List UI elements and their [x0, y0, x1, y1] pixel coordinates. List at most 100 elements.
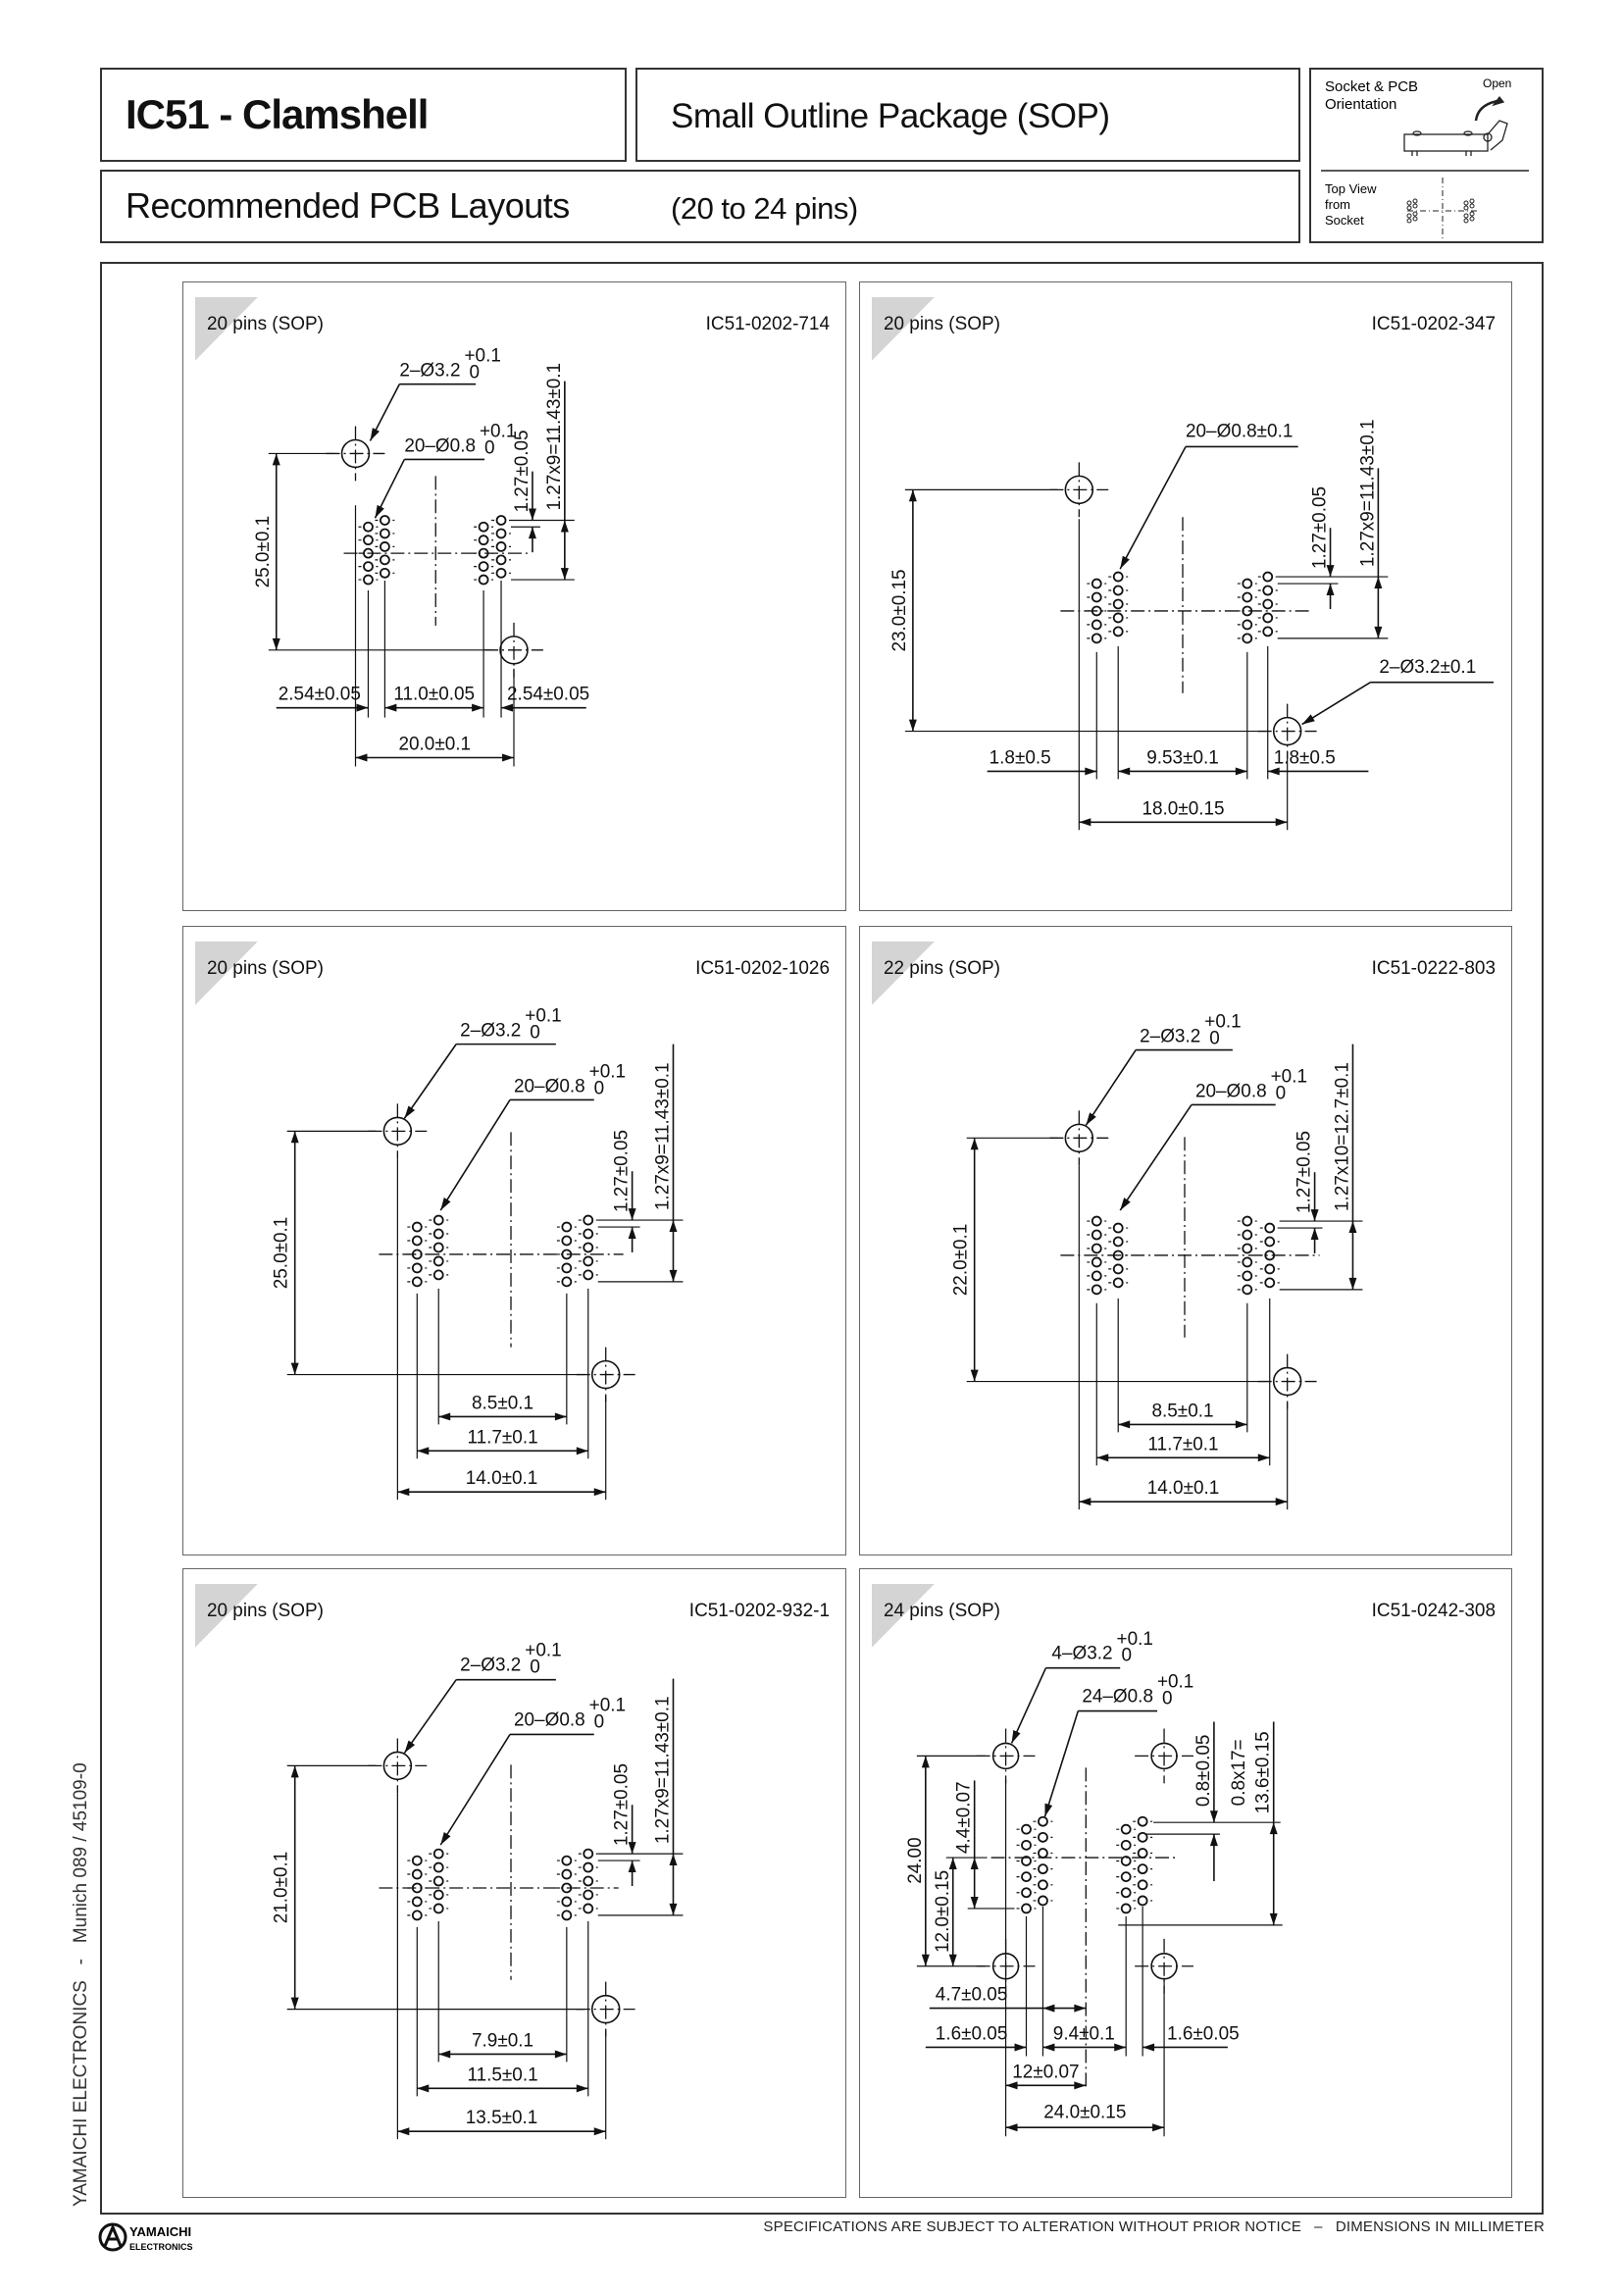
pin-hole [583, 1861, 594, 1873]
arrowhead [370, 428, 380, 441]
part-number: IC51-0242-308 [1372, 1601, 1496, 1621]
pin-hole [1021, 1823, 1032, 1835]
arrowhead [417, 2084, 430, 2093]
pin-hole [1242, 1270, 1253, 1282]
pin-hole [495, 567, 507, 579]
width-dimension: 1.8±0.5 [990, 747, 1051, 768]
arrowhead [1142, 2043, 1155, 2052]
arrowhead [948, 1954, 957, 1966]
pcb-layout-drawing: 20 pins (SOP)IC51-0202-102625.0±0.11.27±… [195, 941, 830, 1501]
arrowhead [576, 2084, 588, 2093]
arrowhead [908, 719, 917, 732]
pin-hole [1038, 1863, 1048, 1875]
tolerance-upper: +0.1 [1157, 1672, 1193, 1693]
tolerance-upper: +0.1 [525, 1006, 561, 1027]
pin-hole [1038, 1815, 1048, 1827]
pin-hole [478, 521, 489, 533]
tolerance-lower: 0 [530, 1657, 540, 1678]
arrowhead [1120, 1198, 1131, 1211]
pitch-dimension: 1.27±0.05 [512, 430, 533, 512]
pin-hole [495, 541, 507, 552]
width-dimension: 8.5±0.1 [472, 1393, 533, 1413]
pin-hole [561, 1910, 573, 1921]
tolerance-lower: 0 [1162, 1689, 1173, 1709]
tolerance-lower: 0 [530, 1023, 540, 1044]
width-dimension: 2.54±0.05 [507, 685, 589, 705]
pin-hole [380, 554, 390, 566]
arrowhead [593, 1488, 606, 1497]
pin-count-title: 20 pins (SOP) [207, 314, 324, 334]
leader-line [403, 1679, 457, 1754]
pin-hole [1262, 612, 1274, 624]
pin-hole [1120, 1887, 1132, 1899]
arrowhead [560, 520, 569, 533]
pin-hole [1242, 1284, 1253, 1296]
pin-hole [1038, 1879, 1048, 1891]
mounting-hole [382, 1751, 413, 1781]
arrowhead [272, 637, 280, 650]
arrowhead [1348, 1221, 1357, 1234]
arrowhead [554, 1412, 567, 1421]
leader-line [439, 1734, 511, 1846]
part-number: IC51-0222-803 [1372, 958, 1496, 979]
pin-hole [495, 528, 507, 539]
arrowhead [1086, 1112, 1096, 1126]
arrowhead [440, 1832, 451, 1846]
pin-hole [1112, 1222, 1124, 1234]
callout-label: 20–Ø0.8 [1195, 1081, 1267, 1101]
pin-hole [1112, 1236, 1124, 1248]
arrowhead [404, 1105, 416, 1119]
arrowhead [628, 1227, 636, 1240]
arrowhead [1275, 818, 1288, 827]
pin-hole [1137, 1895, 1148, 1907]
pin-hole [363, 535, 374, 546]
pin-hole [432, 1848, 444, 1860]
width-dimension: 20.0±0.1 [398, 735, 471, 755]
arrowhead [397, 1488, 410, 1497]
layouts-frame [100, 262, 1544, 2215]
leader-line [1043, 1710, 1080, 1817]
width-dimension: 14.0±0.1 [1147, 1478, 1220, 1499]
pin-hole [583, 1903, 594, 1914]
corner-marker [872, 296, 935, 361]
pin-hole [411, 1262, 423, 1274]
pin-hole [432, 1875, 444, 1887]
pin-count-title: 24 pins (SOP) [884, 1601, 1000, 1621]
pin-hole [1242, 1256, 1253, 1268]
pin-count-title: 20 pins (SOP) [207, 958, 324, 979]
pin-hole [411, 1221, 423, 1233]
tolerance-lower: 0 [469, 363, 480, 383]
pin-hole [1137, 1863, 1148, 1875]
leader-line [439, 1099, 511, 1211]
tolerance-upper: +0.1 [589, 1696, 626, 1716]
leader-line [1301, 682, 1371, 726]
package-title-box: Small Outline Package (SOP) [635, 68, 1300, 162]
arrowhead [1118, 1420, 1131, 1429]
arrowhead [438, 2050, 451, 2059]
width-dimension: 11.0±0.05 [393, 685, 475, 705]
arrowhead [1269, 1822, 1278, 1835]
orientation-diagram: Socket & PCB Orientation Open Top View f… [1321, 76, 1529, 238]
arrowhead [1042, 2043, 1055, 2052]
tolerance-upper: +0.1 [525, 1641, 561, 1661]
tolerance-lower: 0 [594, 1078, 605, 1098]
arrowhead [356, 703, 369, 712]
arrowhead [1011, 1729, 1021, 1744]
pin-hole [561, 1221, 573, 1233]
callout-label: 2–Ø3.2 [1140, 1027, 1200, 1047]
arrowhead [501, 703, 514, 712]
arrowhead [1326, 565, 1335, 578]
yamaichi-logo: YAMAICHI ELECTRONICS [98, 2222, 193, 2252]
pin-hole [380, 567, 390, 579]
socket-side-icon [1403, 95, 1508, 156]
width-dimension: 11.7±0.1 [1147, 1434, 1218, 1454]
width-dimension: 8.5±0.1 [1151, 1401, 1213, 1421]
pin-hole [583, 1214, 594, 1226]
pin-hole [363, 574, 374, 586]
pcb-layout-drawing: 22 pins (SOP)IC51-0222-80322.0±0.11.27±0… [872, 941, 1496, 1510]
arrowhead [472, 703, 484, 712]
pitch-dimension: 0.8±0.05 [1193, 1735, 1214, 1808]
callout-label: 4–Ø3.2 [1051, 1644, 1112, 1664]
pin-hole [1091, 578, 1102, 589]
pin-hole [1112, 1263, 1124, 1275]
